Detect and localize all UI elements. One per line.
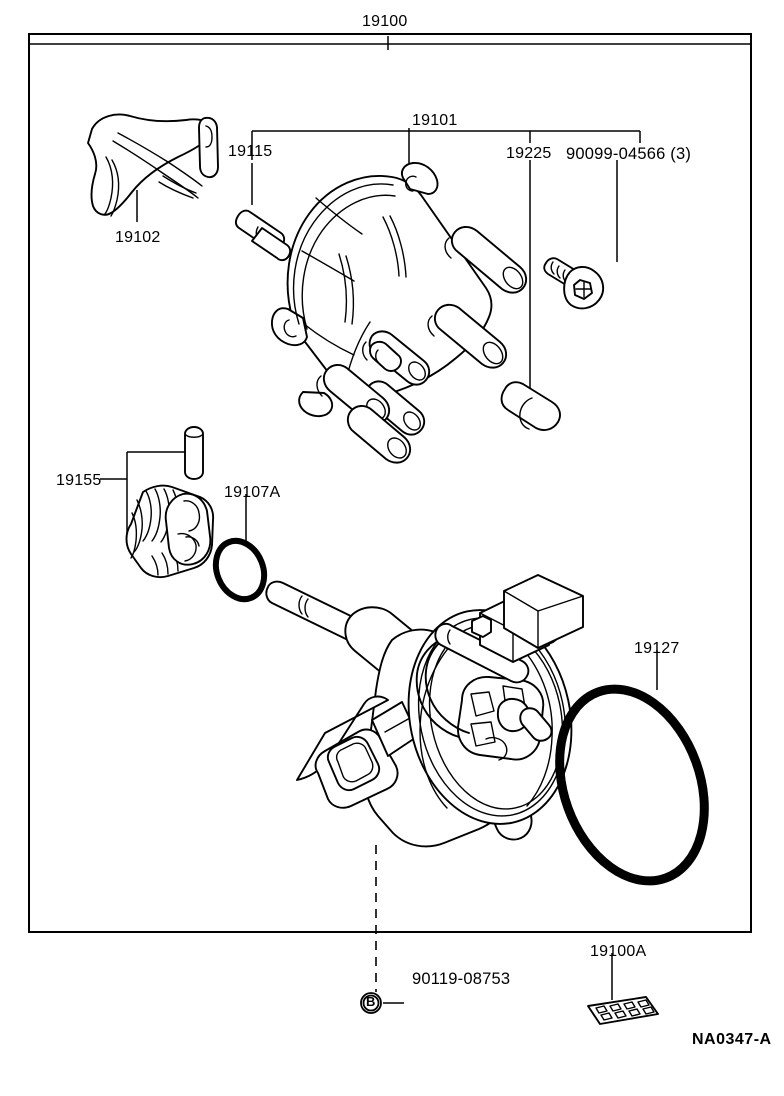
- drawing-code: NA0347-A: [692, 1031, 772, 1048]
- callout-90099-04566: 90099-04566 (3): [566, 145, 692, 163]
- callout-19100: 19100: [362, 13, 408, 30]
- callout-19225: 19225: [506, 145, 552, 162]
- callout-19155: 19155: [56, 472, 102, 489]
- callout-19127: 19127: [634, 640, 680, 657]
- callout-19100A: 19100A: [590, 943, 647, 960]
- callout-90119-08753: 90119-08753: [412, 970, 511, 988]
- circled-b-glyph: B: [366, 994, 376, 1009]
- callout-19107A: 19107A: [224, 484, 281, 501]
- callout-19101: 19101: [412, 112, 458, 129]
- diagram-frame: [28, 33, 752, 933]
- callout-19102: 19102: [115, 229, 161, 246]
- callout-19115: 19115: [228, 143, 273, 160]
